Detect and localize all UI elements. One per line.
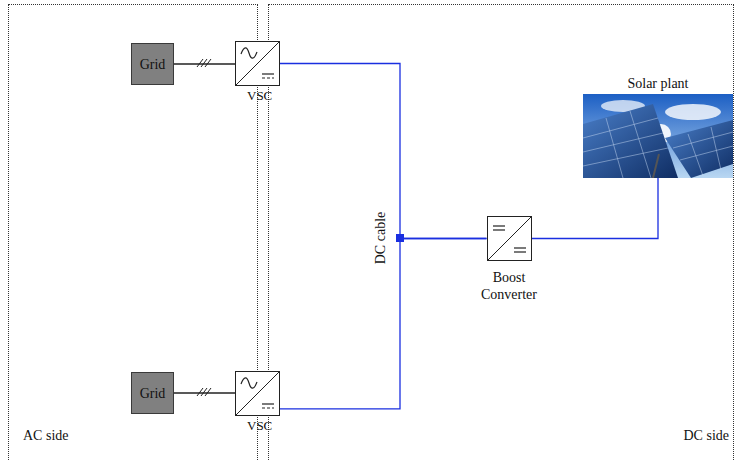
ac-line <box>174 393 235 394</box>
solar-panel-picture <box>583 94 733 178</box>
cable-junction <box>396 234 404 242</box>
grid-box: Grid <box>131 43 174 85</box>
grid-box: Grid <box>131 372 174 414</box>
grid-label: Grid <box>140 56 166 73</box>
converter-label: VSC <box>235 87 280 104</box>
boost-symbol <box>487 216 532 261</box>
region-label: DC side <box>684 427 730 444</box>
side-region: DC side Solar plantBoost Converter <box>268 4 734 461</box>
converter-label: VSC <box>235 417 280 434</box>
three-phase-mark <box>205 59 211 67</box>
three-phase-mark <box>205 388 211 396</box>
dc-cable <box>532 178 659 239</box>
region-label: AC side <box>23 427 69 444</box>
vsc-symbol <box>235 371 280 416</box>
vsc-symbol <box>235 41 280 86</box>
solar-plant: Solar plant <box>583 75 733 178</box>
side-region: AC sideGridGrid <box>8 4 258 461</box>
cable-label: DC cable <box>373 210 389 266</box>
vsc-converter: VSC <box>235 371 280 434</box>
vsc-converter: VSC <box>235 41 280 104</box>
converter-label: Boost Converter <box>474 269 544 303</box>
solar-label: Solar plant <box>583 75 733 92</box>
grid-label: Grid <box>140 385 166 402</box>
ac-line <box>174 64 235 65</box>
boost-converter: Boost Converter <box>469 216 549 303</box>
